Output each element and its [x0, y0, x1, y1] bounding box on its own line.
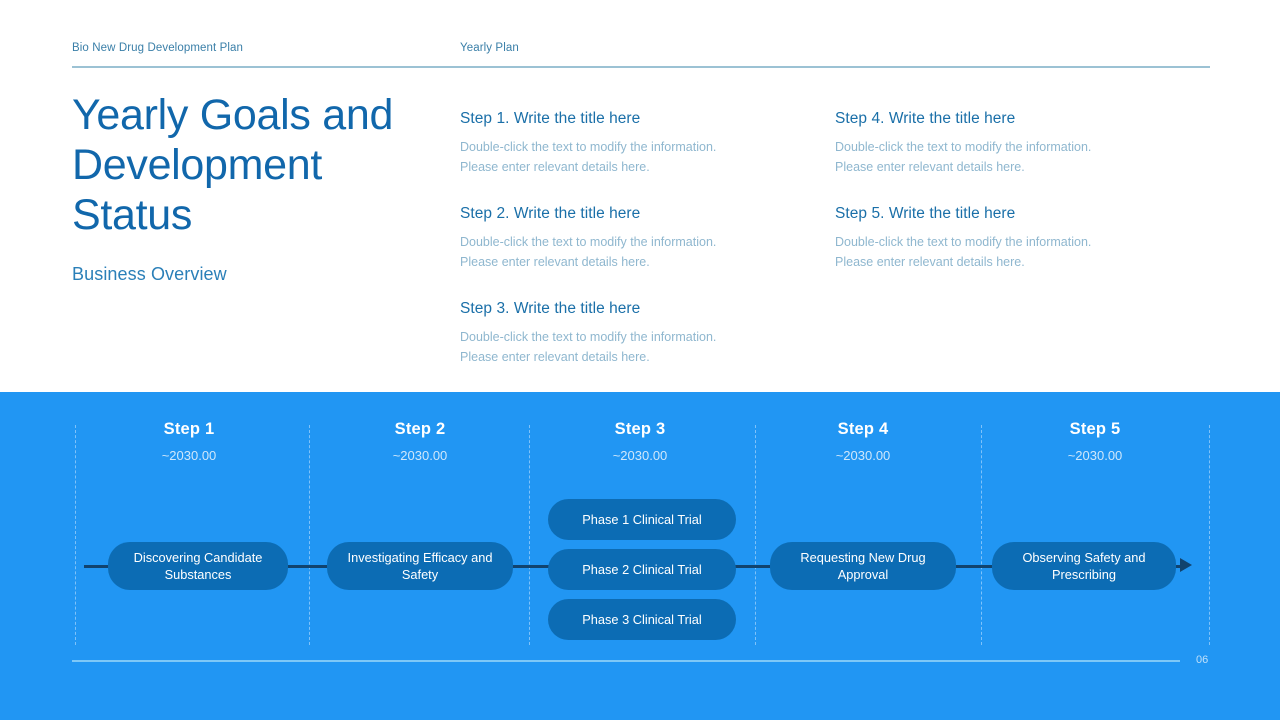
steps-column-right: Step 4. Write the title here Double-clic… [835, 110, 1165, 272]
step-description-line-2: Please enter relevant details here. [460, 160, 650, 174]
step-text-block-5: Step 5. Write the title here Double-clic… [835, 205, 1165, 272]
timeline-section: Step 1 ~2030.00 Step 2 ~2030.00 Step 3 ~… [0, 392, 1280, 720]
slide-header: Bio New Drug Development Plan Yearly Pla… [72, 42, 1210, 60]
timeline-step-date: ~2030.00 [161, 448, 217, 463]
step-title: Step 2. Write the title here [460, 205, 641, 222]
timeline-step-name: Step 5 [1069, 420, 1121, 438]
timeline-divider-4 [755, 425, 756, 645]
timeline-pill-phase-3-clinical-trial[interactable]: Phase 3 Clinical Trial [548, 599, 736, 640]
step-description-line-2: Please enter relevant details here. [835, 160, 1025, 174]
timeline-step-date: ~2030.00 [392, 448, 448, 463]
step-description-line-1: Double-click the text to modify the info… [460, 235, 717, 249]
timeline-step-name: Step 3 [614, 420, 666, 438]
step-description: Double-click the text to modify the info… [460, 137, 790, 177]
timeline-step-name: Step 2 [394, 420, 446, 438]
step-description-line-1: Double-click the text to modify the info… [835, 140, 1092, 154]
timeline-column-2: Step 2 ~2030.00 [320, 420, 520, 463]
step-description-line-1: Double-click the text to modify the info… [460, 140, 717, 154]
timeline-step-date: ~2030.00 [612, 448, 668, 463]
step-title: Step 1. Write the title here [460, 110, 641, 127]
timeline-pill-requesting-new-drug-approval[interactable]: Requesting New Drug Approval [770, 542, 956, 590]
step-title: Step 4. Write the title here [835, 110, 1016, 127]
timeline-divider-2 [309, 425, 310, 645]
timeline-arrow-icon [1180, 558, 1192, 572]
step-description-line-1: Double-click the text to modify the info… [460, 330, 717, 344]
steps-column-left: Step 1. Write the title here Double-clic… [460, 110, 790, 367]
page-number: 06 [1196, 654, 1209, 666]
step-description: Double-click the text to modify the info… [460, 327, 790, 367]
timeline-step-name: Step 4 [837, 420, 889, 438]
step-description: Double-click the text to modify the info… [835, 232, 1165, 272]
step-description: Double-click the text to modify the info… [835, 137, 1165, 177]
step-text-block-2: Step 2. Write the title here Double-clic… [460, 205, 790, 272]
timeline-divider-1 [75, 425, 76, 645]
timeline-column-1: Step 1 ~2030.00 [89, 420, 289, 463]
step-text-block-4: Step 4. Write the title here Double-clic… [835, 110, 1165, 177]
timeline-step-date: ~2030.00 [835, 448, 891, 463]
footer-divider-rule [72, 660, 1180, 662]
timeline-divider-3 [529, 425, 530, 645]
timeline-pill-investigating-efficacy-and-safety[interactable]: Investigating Efficacy and Safety [327, 542, 513, 590]
timeline-divider-6 [1209, 425, 1210, 645]
timeline-pill-phase-1-clinical-trial[interactable]: Phase 1 Clinical Trial [548, 499, 736, 540]
timeline-pill-discovering-candidate-substances[interactable]: Discovering Candidate Substances [108, 542, 288, 590]
step-text-block-3: Step 3. Write the title here Double-clic… [460, 300, 790, 367]
slide-upper-section: Bio New Drug Development Plan Yearly Pla… [72, 42, 1210, 367]
header-right-label: Yearly Plan [460, 42, 519, 54]
step-title: Step 5. Write the title here [835, 205, 1016, 222]
timeline-step-date: ~2030.00 [1067, 448, 1123, 463]
timeline-pill-phase-2-clinical-trial[interactable]: Phase 2 Clinical Trial [548, 549, 736, 590]
title-block: Yearly Goals and Development Status Busi… [72, 90, 452, 285]
timeline-column-4: Step 4 ~2030.00 [763, 420, 963, 463]
step-text-block-1: Step 1. Write the title here Double-clic… [460, 110, 790, 177]
step-title: Step 3. Write the title here [460, 300, 641, 317]
step-description-line-2: Please enter relevant details here. [460, 255, 650, 269]
page-title: Yearly Goals and Development Status [72, 91, 394, 239]
step-description-line-2: Please enter relevant details here. [835, 255, 1025, 269]
step-description-line-2: Please enter relevant details here. [460, 350, 650, 364]
timeline-divider-5 [981, 425, 982, 645]
page-subtitle: Business Overview [72, 264, 227, 284]
timeline-pill-observing-safety-and-prescribing[interactable]: Observing Safety and Prescribing [992, 542, 1176, 590]
header-left-label: Bio New Drug Development Plan [72, 42, 244, 54]
timeline-column-5: Step 5 ~2030.00 [995, 420, 1195, 463]
header-divider-rule [72, 66, 1210, 68]
step-description-line-1: Double-click the text to modify the info… [835, 235, 1092, 249]
timeline-column-3: Step 3 ~2030.00 [540, 420, 740, 463]
step-description: Double-click the text to modify the info… [460, 232, 790, 272]
timeline-step-name: Step 1 [163, 420, 215, 438]
